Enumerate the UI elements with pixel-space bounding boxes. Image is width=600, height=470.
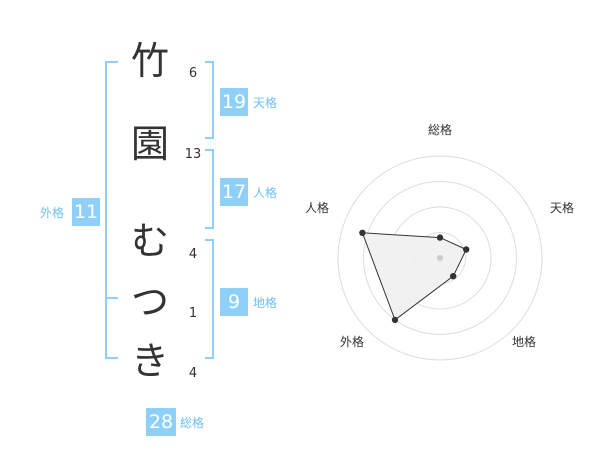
- radar-axis-label-soukaku: 総格: [428, 123, 453, 137]
- name-char-2: 園: [130, 122, 169, 166]
- name-char-5: き: [130, 339, 169, 383]
- chikaku-bracket: [205, 239, 214, 359]
- tenkaku-badge: 19: [220, 88, 248, 116]
- radar-point: [391, 316, 399, 324]
- gaikaku-badge: 11: [72, 198, 100, 226]
- radar-axis-label-gaikaku: 外格: [340, 335, 365, 349]
- radar-axis-label-tenkaku: 天格: [550, 201, 575, 215]
- radar-ring: [337, 155, 543, 361]
- stroke-count-1: 6: [188, 66, 198, 81]
- tenkaku-bracket: [205, 61, 214, 139]
- stroke-count-5: 4: [188, 366, 198, 381]
- soukaku-label: 総格: [180, 416, 205, 430]
- jinkaku-bracket: [205, 149, 214, 229]
- radar-ring: [363, 181, 517, 335]
- radar-chart: [337, 155, 543, 361]
- radar-point: [463, 246, 470, 253]
- gaikaku-bracket: [105, 61, 118, 359]
- radar-axis-label-jinkaku: 人格: [305, 201, 330, 215]
- jinkaku-badge: 17: [220, 178, 248, 206]
- jinkaku-label: 人格: [253, 186, 278, 200]
- radar-polygon: [361, 232, 467, 321]
- gaikaku-label: 外格: [40, 206, 65, 220]
- radar-axis-label-chikaku: 地格: [512, 335, 537, 349]
- name-char-4: つ: [130, 280, 169, 324]
- tenkaku-label: 天格: [253, 96, 278, 110]
- radar-center-dot: [437, 255, 443, 261]
- stroke-count-3: 4: [188, 247, 198, 262]
- stroke-count-4: 1: [188, 306, 198, 321]
- radar-point: [450, 273, 457, 280]
- soukaku-badge: 28: [146, 408, 176, 436]
- chikaku-label: 地格: [253, 296, 278, 310]
- stroke-count-2: 13: [184, 147, 202, 162]
- radar-point: [436, 234, 444, 241]
- name-char-1: 竹: [130, 39, 169, 83]
- name-char-3: む: [130, 219, 169, 263]
- chikaku-badge: 9: [220, 288, 248, 316]
- radar-point: [359, 229, 366, 236]
